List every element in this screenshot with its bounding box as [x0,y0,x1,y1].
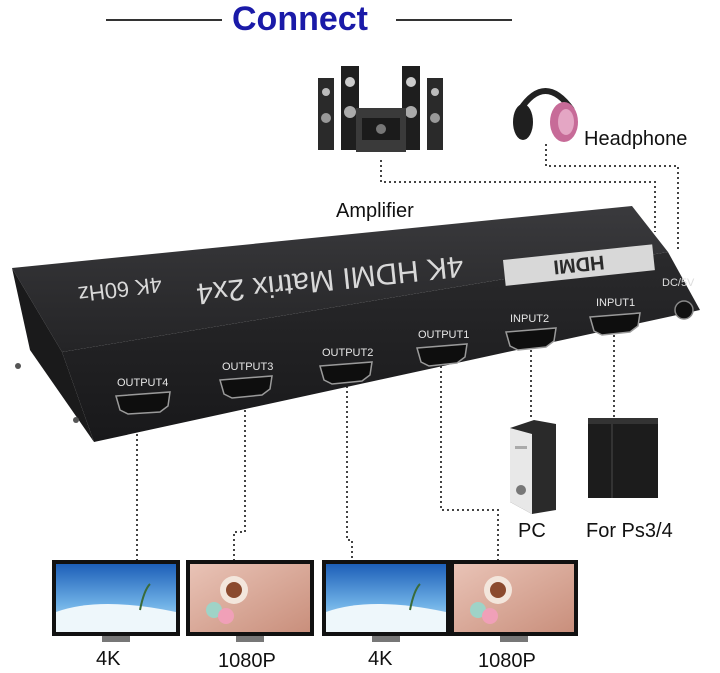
port-label-input2: INPUT2 [510,313,549,325]
port-label-output4: OUTPUT4 [117,377,168,389]
port-label-output1: OUTPUT1 [418,329,469,341]
tv-4-label: 1080P [478,650,536,672]
line-output3 [233,390,246,568]
amplifier-label: Amplifier [336,200,414,222]
tv-1-label: 4K [96,648,121,670]
logo-text: HDMI [552,250,605,277]
tv-2 [186,560,314,642]
device-front [62,252,700,442]
headphone-label: Headphone [584,128,688,150]
port-label-input1: INPUT1 [596,297,635,309]
power-port [674,300,694,320]
port-input2 [505,327,557,351]
port-label-output2: OUTPUT2 [322,347,373,359]
line-headphone [545,144,679,250]
line-output1 [440,366,499,560]
ps-console-icon [588,418,658,498]
port-label-output3: OUTPUT3 [222,361,273,373]
amplifier-icon [318,66,443,152]
line-amplifier [380,160,656,232]
tv-2-label: 1080P [218,650,276,672]
tv-3-label: 4K [368,648,393,670]
screw-front [73,417,79,423]
port-input1 [589,312,641,336]
tv-3 [322,560,450,642]
title-bar: Connect [0,0,720,40]
title-rule-left [106,19,222,21]
port-output1 [416,343,468,367]
tv-1 [52,560,180,642]
ps-label: For Ps3/4 [586,520,673,542]
title-rule-right [396,19,512,21]
pc-icon [510,420,556,514]
screw-left [15,363,21,369]
device-side [12,268,94,442]
page-title: Connect [232,0,368,38]
headphone-icon [513,88,578,142]
tv-4 [450,560,578,642]
pc-label: PC [518,520,546,542]
port-output4 [115,391,171,415]
port-output2 [319,361,373,385]
connection-lines [136,144,679,568]
port-labels: OUTPUT4 OUTPUT3 OUTPUT2 OUTPUT1 INPUT2 I… [117,297,635,389]
hdmi-logo: HDMI [503,244,655,286]
port-output3 [219,375,273,399]
device-top [12,206,668,352]
hdmi-ports [115,312,641,415]
line-output2 [346,386,353,568]
power-label: DC/5V [662,277,695,289]
